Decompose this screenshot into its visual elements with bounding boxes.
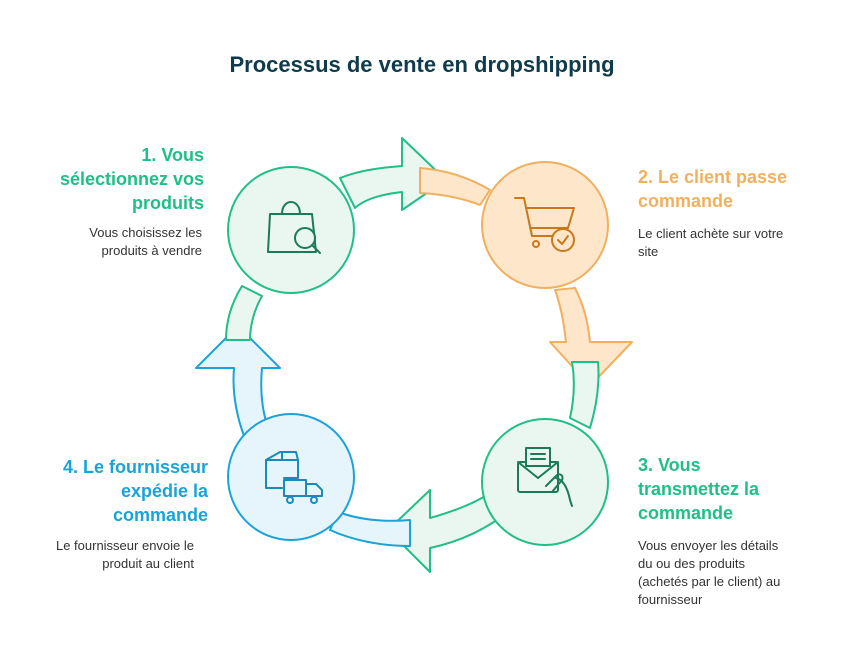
step-4-node [227,413,355,541]
step-3-title: 3. Vous transmettez la commande [638,455,760,523]
box-truck-icon [265,451,323,504]
arrow-top-tail-orange [419,167,491,206]
diagram-title: Processus de vente en dropshipping [229,52,615,77]
step-3-node [481,418,609,546]
arrow-left-tail-green [225,285,263,341]
step-4-title: 4. Le fournisseur expédie la commande [62,457,208,525]
step-3-description: Vous envoyer les détails du ou des produ… [638,538,781,607]
envelope-hand-icon [517,447,573,507]
step-4-description: Le fournisseur envoie le produit au clie… [55,538,194,571]
cart-check-icon [514,197,575,252]
arrow-bottom [387,484,511,573]
arrow-right [549,287,633,387]
step-2-node [481,161,609,289]
step-1-description: Vous choisissez les produits à vendre [89,225,202,258]
shopping-bag-search-icon [267,201,321,254]
arrow-bottom-tail-blue [329,511,411,547]
step-1-title: 1. Vous sélectionnez vos produits [59,145,204,213]
step-2-title: 2. Le client passe commande [638,167,788,211]
step-2-description: Le client achète sur votre site [638,226,784,259]
arrow-right-tail-green [569,361,600,429]
step-1-node [227,166,355,294]
